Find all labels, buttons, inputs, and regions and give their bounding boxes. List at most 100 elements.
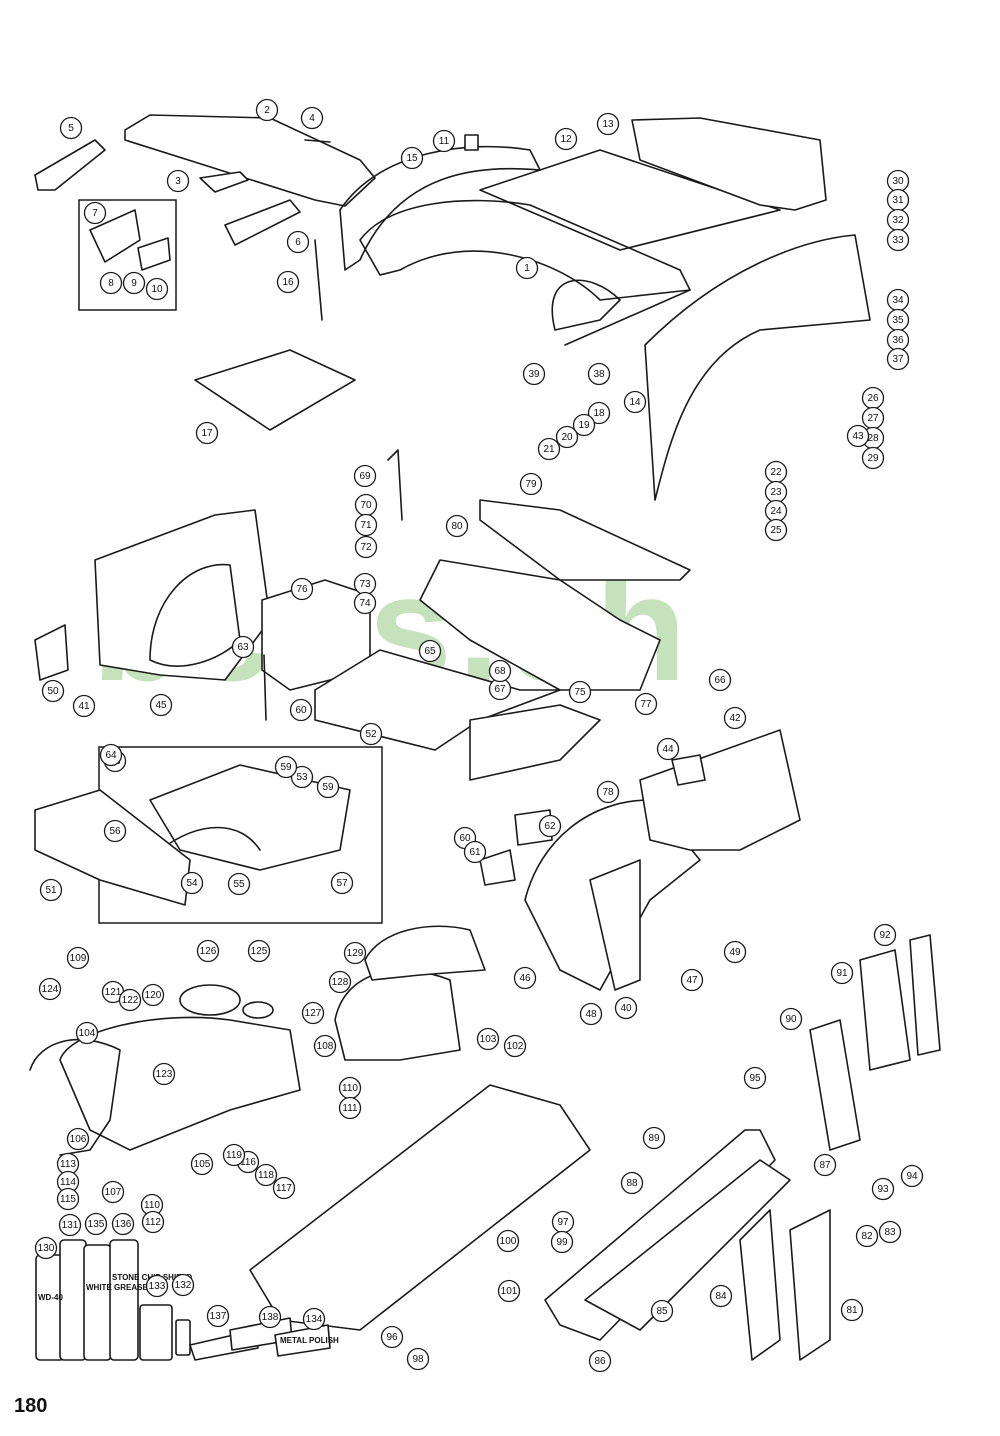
callout-label: 89 [648,1133,660,1144]
callout-77: 77 [634,692,658,716]
callout-label: 111 [342,1103,358,1114]
callout-circle [39,878,63,902]
callout-133: 133 [145,1274,169,1298]
callout-label: 96 [386,1332,398,1343]
callout-59: 59 [316,775,340,799]
callout-circle [255,98,279,122]
callout-circle [122,271,146,295]
callout-73: 73 [353,572,377,596]
callout-label: 115 [60,1194,76,1205]
callout-circle [254,1163,278,1187]
callout-circle [302,1307,326,1331]
strip-16-drawing [314,239,323,321]
bolt-11-drawing [464,134,479,151]
callout-circle [313,1034,337,1058]
callout-label: 120 [145,990,162,1001]
callout-circle [290,765,314,789]
callout-circle [354,535,378,559]
callout-circle [886,228,910,252]
callout-label: 128 [332,977,349,988]
callout-label: 1 [524,263,530,274]
callout-circle [99,743,123,767]
callout-label: 33 [892,235,904,246]
callout-138: 138 [258,1305,282,1329]
callout-label: 131 [62,1220,79,1231]
rod-69-drawing [387,449,403,521]
callout-circle [496,1229,520,1253]
callout-96: 96 [380,1325,404,1349]
rear-panel-43-drawing [639,729,801,851]
callout-label: 17 [201,428,213,439]
callout-57: 57 [330,871,354,895]
callout-label: 8 [108,278,114,289]
seal-126-drawing [179,984,241,1016]
callout-120: 120 [141,983,165,1007]
page-number: 180 [14,1395,47,1417]
callout-circle [550,1230,574,1254]
callout-label: 130 [38,1243,55,1254]
callout-6: 6 [286,230,310,254]
callout-label: 105 [194,1159,211,1170]
callout-label: 122 [122,995,139,1006]
cover-129-drawing [364,925,486,981]
callout-label: 98 [412,1354,424,1365]
callout-137: 137 [206,1304,230,1328]
callout-label: 80 [451,521,463,532]
callout-circle [83,201,107,225]
callout-label: 63 [237,642,249,653]
callout-44: 44 [656,737,680,761]
callout-label: 6 [295,237,301,248]
callout-label: 7 [92,208,98,219]
callout-26: 26 [861,386,885,410]
callout-label: 43 [852,431,864,442]
callout-circle [568,680,592,704]
callout-label: 77 [640,699,652,710]
callout-label: 95 [749,1073,761,1084]
callout-label: 15 [406,153,418,164]
callout-10: 10 [145,277,169,301]
callout-circle [418,639,442,663]
callout-131: 131 [58,1213,82,1237]
callout-label: 26 [867,393,879,404]
callout-3: 3 [166,169,190,193]
callout-21: 21 [537,437,561,461]
callout-label: 103 [480,1034,497,1045]
callout-label: 136 [115,1219,132,1230]
callout-label: 119 [226,1150,242,1161]
callout-label: 27 [867,413,879,424]
callout-label: 11 [439,136,450,147]
callout-12: 12 [554,127,578,151]
callout-circle [764,518,788,542]
callout-110: 110 [140,1193,164,1217]
callout-80: 80 [445,514,469,538]
callout-label: 110 [342,1083,358,1094]
callout-label: 55 [233,879,245,890]
callout-label: 59 [322,782,334,793]
callout-19: 19 [572,413,596,437]
tunnel-54-drawing [159,826,261,851]
callout-circle [537,437,561,461]
callout-label: 64 [105,750,117,761]
callout-label: 20 [561,432,573,443]
callout-label: 10 [151,284,163,295]
callout-126: 126 [196,939,220,963]
callout-circle [276,270,300,294]
callout-label: 65 [424,646,436,657]
callout-117: 117 [272,1176,296,1200]
callout-label: 73 [359,579,371,590]
callout-66: 66 [708,668,732,692]
callout-27: 27 [861,406,885,430]
callout-label: 2 [264,105,270,116]
tin-133-drawing [139,1304,173,1361]
can-136-drawing [109,1239,139,1361]
callout-circle [650,1299,674,1323]
callout-label: 41 [78,701,90,712]
callout-circle [195,421,219,445]
callout-circle [141,983,165,1007]
inset-box-7-10 [78,199,177,311]
strip-4-drawing [304,139,331,143]
callout-134: 134 [302,1307,326,1331]
callout-label: 82 [861,1231,873,1242]
callout-circle [620,1171,644,1195]
